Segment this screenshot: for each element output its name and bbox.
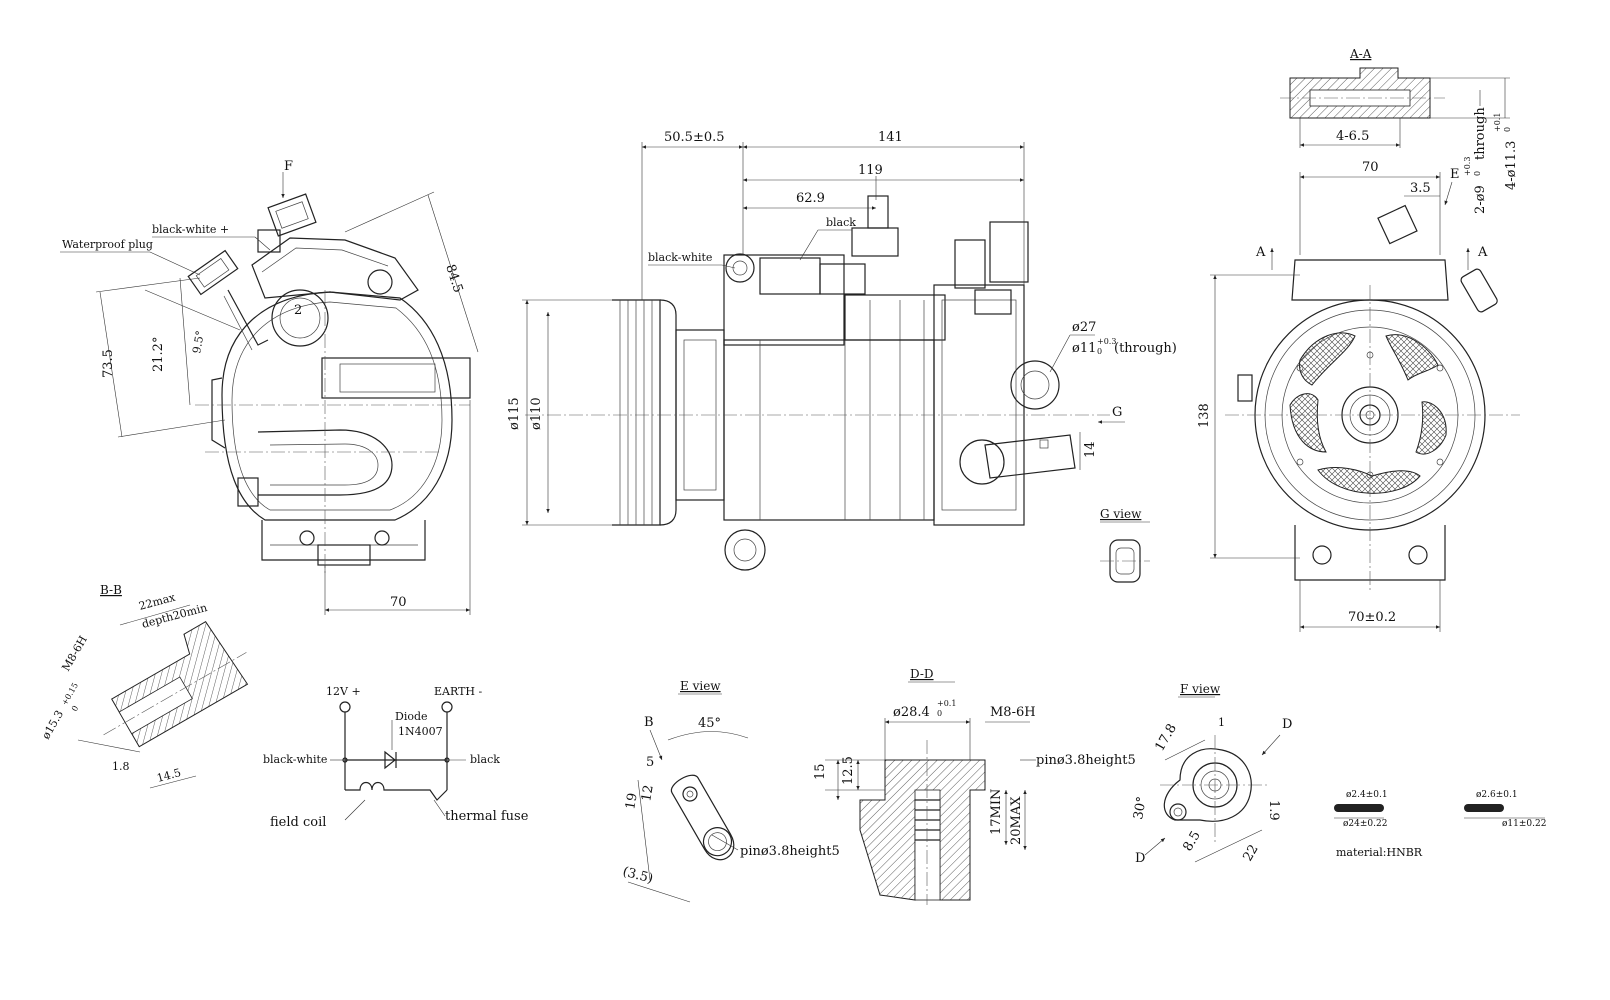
dim-12-label: 12	[639, 784, 657, 803]
e-view: E view B 45° 5 12 19 (3.5) pinø3.8height…	[621, 679, 840, 903]
diode-label: Diode	[395, 710, 428, 723]
dim-73-5-label: 73.5	[101, 349, 116, 378]
dim-1-9-label: 1.9	[1266, 800, 1281, 821]
dim-2-phi9-suffix: through	[1473, 107, 1488, 160]
dim-21-2-label: 21.2°	[151, 337, 166, 372]
oring2-cs-label: ø2.6±0.1	[1476, 790, 1518, 800]
dim-30-label: 30°	[1131, 795, 1150, 820]
dim-4-phi11-3-label: 4-ø11.3	[1504, 141, 1519, 190]
m8-6h-dd-label: M8-6H	[990, 705, 1036, 720]
phi27-label: ø27	[1072, 320, 1096, 335]
left-end-view: 2 F black-white +	[60, 159, 479, 615]
dim-4-phi11-3-tol-dn: 0	[1503, 127, 1512, 132]
dim-5-label: 5	[646, 755, 654, 770]
dim-19-label: 19	[623, 792, 641, 811]
phi115-label: ø115	[507, 397, 522, 430]
d-bottom-label: D	[1135, 851, 1145, 866]
dim-17-8-label: 17.8	[1152, 721, 1179, 754]
circuit-schematic: 12V + EARTH - Diode 1N4007 black-white b…	[263, 685, 529, 830]
phi28-4-tol-dn: 0	[937, 709, 942, 718]
o-rings: ø2.4±0.1 ø24±0.22 ø2.6±0.1 ø11±0.22 mate…	[1334, 790, 1546, 859]
dim-1-label: 1	[1218, 716, 1225, 729]
d-top-label: D	[1282, 717, 1292, 732]
dim-8-5-label: 8.5	[1180, 829, 1203, 854]
dim-14-5-label: 14.5	[155, 766, 182, 785]
dim-2-phi9-tol-up: +0.3	[1463, 157, 1472, 176]
black-top-label: black	[826, 216, 856, 229]
center-side-view: ø115 ø110 50.5±0.5 141 119 62.9 black bl…	[507, 130, 1177, 571]
phi15-3-tol-up: +0.15	[60, 681, 80, 707]
black-white-mid-label: black-white	[648, 251, 712, 264]
oring2-id-label: ø11±0.22	[1502, 819, 1546, 829]
dim-2-label: 2	[294, 303, 302, 318]
dim-3-5p-label: (3.5)	[621, 864, 655, 886]
dim-70-left-label: 70	[390, 595, 407, 610]
pin-d-label: pinø3.8height5	[1036, 753, 1136, 768]
dim-119-label: 119	[858, 163, 883, 178]
dim-14-label: 14	[1083, 441, 1098, 458]
g-view-title: G view	[1100, 507, 1142, 521]
pin-e-label: pinø3.8height5	[740, 844, 840, 859]
f-view-title: F view	[1180, 682, 1221, 696]
b-arrow-label: B	[644, 715, 654, 730]
g-arrow-label: G	[1112, 405, 1122, 420]
dim-22-label: 22	[1240, 842, 1261, 864]
diode-part-label: 1N4007	[398, 725, 443, 738]
f-arrow-label: F	[284, 159, 293, 174]
e-view-title: E view	[680, 679, 721, 693]
dim-2-phi9-tol-dn: 0	[1473, 171, 1482, 176]
waterproof-plug-label: Waterproof plug	[62, 238, 153, 251]
phi28-4-label: ø28.4	[893, 705, 930, 720]
aa-title: A-A	[1349, 47, 1372, 61]
dim-141-label: 141	[878, 130, 903, 145]
dim-9-5-label: 9.5°	[190, 330, 207, 355]
a-left-label: A	[1255, 245, 1266, 260]
phi11-tol-dn-label: 0	[1097, 347, 1102, 356]
oring1-id-label: ø24±0.22	[1343, 819, 1387, 829]
field-coil-label: field coil	[270, 815, 326, 830]
bb-section: B-B M8-6H 22max depth20min ø15.3 +0.15 0…	[39, 583, 249, 789]
e-arrow-label: E	[1450, 167, 1460, 182]
v12-label: 12V +	[326, 685, 361, 698]
dim-17min-label: 17MIN	[989, 789, 1004, 835]
black-white-plus-label: black-white +	[152, 223, 229, 236]
dim-62-9-label: 62.9	[796, 191, 825, 206]
phi15-3-label: ø15.3	[39, 708, 66, 741]
dd-title: D-D	[910, 667, 934, 681]
dim-3-5-label: 3.5	[1410, 181, 1431, 196]
dim-2-phi9-label: 2-ø9	[1473, 185, 1488, 214]
right-end-view: A-A 4-6.5 2-ø9 +0.3 0 through 4-ø11.3 +0…	[1197, 47, 1520, 632]
phi110-label: ø110	[529, 397, 544, 430]
dim-70-0-2-label: 70±0.2	[1348, 610, 1396, 625]
f-view: F view D D 1 17.8 1.9 30° 8.5 22	[1131, 682, 1292, 866]
phi11-tol-up-label: +0.3	[1097, 337, 1116, 346]
bb-title: B-B	[100, 583, 122, 597]
oring1-cs-label: ø2.4±0.1	[1346, 790, 1388, 800]
thermal-fuse-label: thermal fuse	[445, 809, 529, 824]
phi11-suffix-label: (through)	[1114, 341, 1177, 356]
g-view: G view	[1100, 507, 1150, 583]
dim-12-5-label: 12.5	[841, 756, 856, 785]
dim-70-right-label: 70	[1362, 160, 1379, 175]
dim-45-label: 45°	[698, 716, 721, 731]
dim-84-5-label: 84.5	[442, 263, 465, 295]
m8-6h-bb-label: M8-6H	[59, 634, 90, 674]
dd-section: D-D ø28.4 +0.1 0 M8-6H 15 12.5 17MIN 20M…	[813, 667, 1136, 905]
earth-label: EARTH -	[434, 685, 482, 698]
dim-4-phi11-3-tol-up: +0.1	[1493, 113, 1502, 132]
wire-black-label: black	[470, 753, 500, 766]
dim-50-5-label: 50.5±0.5	[664, 130, 725, 145]
dim-15-label: 15	[813, 763, 828, 780]
dim-4-6-5-label: 4-6.5	[1336, 129, 1369, 144]
dim-138-label: 138	[1197, 403, 1212, 428]
dim-20max-label: 20MAX	[1009, 796, 1024, 845]
phi15-3-tol-dn: 0	[70, 704, 80, 713]
wire-black-white-label: black-white	[263, 753, 327, 766]
phi28-4-tol-up: +0.1	[937, 699, 956, 708]
dim-1-8-label: 1.8	[112, 760, 130, 773]
a-right-label: A	[1477, 245, 1488, 260]
phi11-main-label: ø11	[1072, 341, 1096, 356]
material-label: material:HNBR	[1336, 846, 1423, 859]
